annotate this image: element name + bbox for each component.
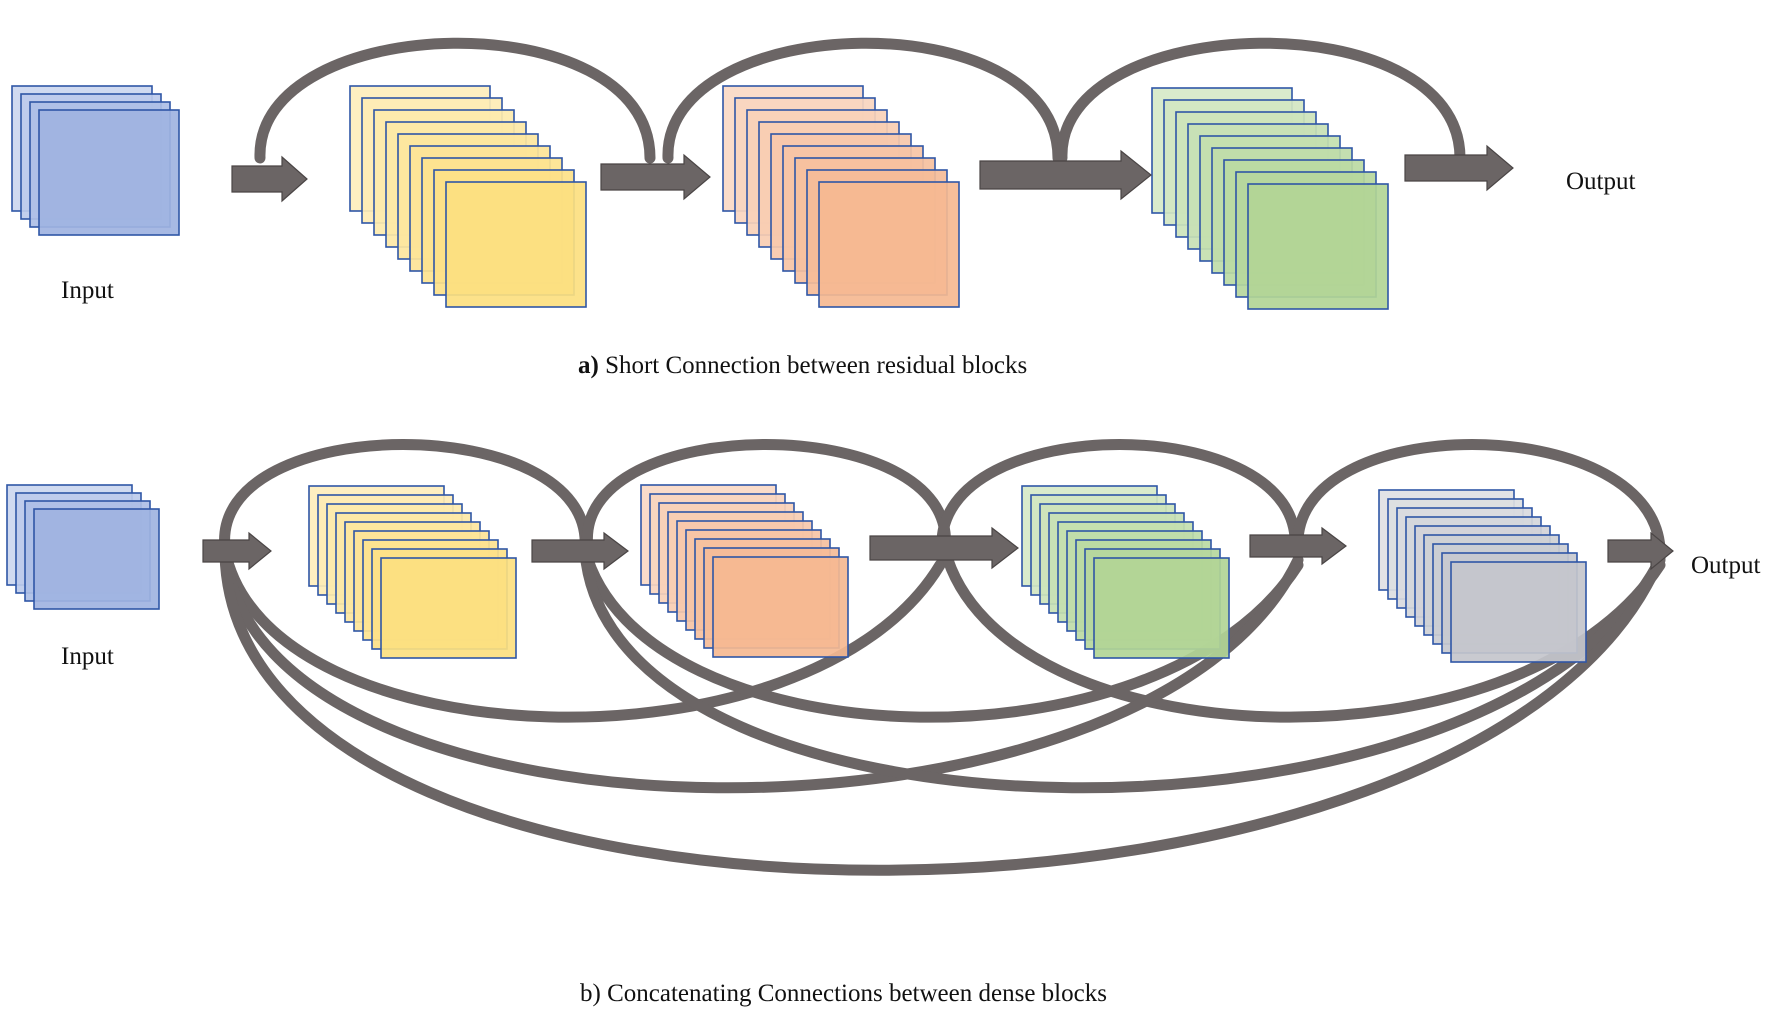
arrow-a-1 (231, 155, 308, 203)
input-block-b (6, 484, 160, 610)
dense-loop-4 (219, 546, 1304, 794)
input-label-b: Input (61, 643, 114, 670)
output-label-b: Output (1691, 552, 1761, 579)
dense-arc-top-4 (1292, 439, 1666, 554)
dense-block-4 (1378, 489, 1587, 663)
dense-arc-top-3 (936, 439, 1301, 554)
dense-block-3 (1021, 485, 1230, 659)
feature-map (818, 181, 960, 308)
dense-arc-top-1 (219, 439, 591, 554)
arrow-b-2 (531, 531, 629, 571)
skip-connection-1 (254, 37, 656, 164)
feature-map (38, 109, 180, 236)
arrow-b-4 (1249, 526, 1347, 566)
panel-a: Input Output a) Short Connection between… (11, 37, 1636, 379)
arrow-a-2 (600, 153, 711, 201)
feature-map (380, 557, 517, 659)
input-block-a (11, 85, 180, 236)
arrow-b-3 (869, 526, 1019, 570)
caption-a-text: Short Connection between residual blocks (599, 352, 1027, 379)
residual-block-3 (1151, 87, 1389, 310)
output-label-a: Output (1566, 168, 1636, 195)
feature-map (712, 556, 849, 658)
arrow-b-1 (202, 531, 272, 571)
caption-b: b) Concatenating Connections between den… (580, 980, 1107, 1007)
arrow-a-4 (1404, 144, 1514, 192)
panel-b: Input Output b) Concatenating Connection… (6, 439, 1761, 1007)
arrow-b-5 (1607, 531, 1674, 571)
input-label-a: Input (61, 277, 114, 304)
dense-loop-1 (219, 544, 946, 723)
residual-block-2 (722, 85, 960, 308)
panel-a-blocks (11, 85, 1389, 310)
panel-a-arrows (231, 144, 1514, 203)
feature-map (1093, 557, 1230, 659)
feature-map (445, 181, 587, 308)
dense-block-2 (640, 484, 849, 658)
skip-connection-3 (1056, 37, 1466, 164)
skip-connection-2 (662, 37, 1064, 164)
residual-skip-connections (254, 37, 1466, 164)
caption-a-prefix: a) (578, 352, 599, 379)
feature-map (33, 508, 160, 610)
residual-block-1 (349, 85, 587, 308)
dense-loop-6 (219, 548, 1666, 876)
arrow-a-3 (979, 149, 1152, 201)
dense-block-1 (308, 485, 517, 659)
panel-b-blocks (6, 484, 1587, 663)
panel-b-arrows (202, 526, 1674, 571)
caption-a: a) Short Connection between residual blo… (578, 352, 1027, 379)
feature-map (1247, 183, 1389, 310)
dense-loop-5 (579, 546, 1666, 794)
dense-arc-top-2 (582, 439, 951, 554)
feature-map (1450, 561, 1587, 663)
